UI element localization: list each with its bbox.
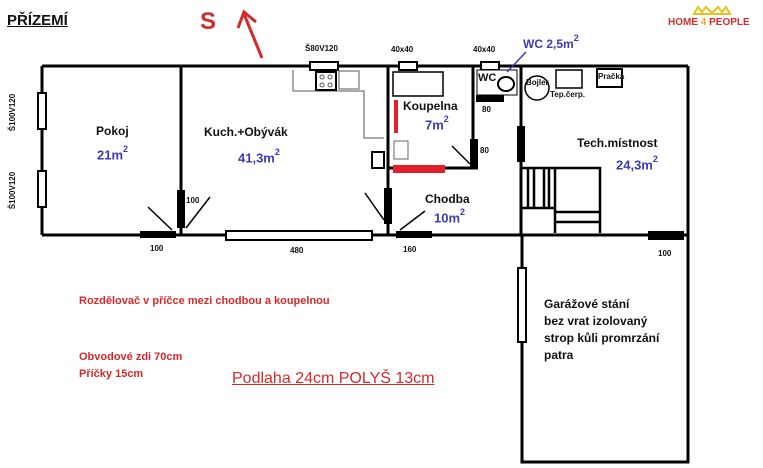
note-floor: Podlaha 24cm POLYŠ 13cm: [232, 370, 435, 387]
room-pokoj-area: 21m2: [97, 144, 129, 163]
washer-label: Pračka: [598, 72, 625, 81]
door-pokoj-label: 100: [150, 244, 164, 253]
window-kitchen-label: Š80V120: [305, 44, 338, 53]
room-tech-name: Tech.místnost: [577, 136, 658, 150]
window-left-bottom-label: Š100V120: [8, 171, 18, 210]
garage-note: Garážové stání bez vrat izolovaný strop …: [544, 297, 660, 362]
door-tech-label: 100: [658, 249, 672, 258]
boiler-label: Bojler: [526, 78, 549, 87]
crown-icon: [692, 5, 732, 15]
room-kitchen-area: 41,3m2: [238, 147, 280, 166]
room-bath-name: Koupelna: [403, 99, 458, 113]
logo-text-right: PEOPLE: [706, 17, 750, 28]
room-chodba-name: Chodba: [425, 192, 470, 206]
room-bath-area: 7m2: [425, 114, 449, 133]
door-bath-label: 80: [480, 146, 489, 155]
north-arrow-icon: [236, 9, 264, 59]
window-bath-label: 40x40: [391, 45, 414, 54]
window-left-top-label: Š100V120: [8, 93, 18, 132]
wc-fixture-label: WC: [478, 72, 497, 84]
door-chodba-label: 160: [403, 245, 417, 254]
note-distributor: Rozdělovač v příčce mezi chodbou a koupe…: [79, 295, 330, 307]
page-title: PŘÍZEMÍ: [7, 12, 68, 29]
door-wc-label: 80: [482, 105, 491, 114]
room-chodba-area: 10m2: [434, 207, 466, 226]
room-pokoj-name: Pokoj: [96, 124, 129, 138]
logo-digit: 4: [700, 17, 707, 28]
window-480-label: 480: [290, 246, 304, 255]
logo: HOME 4 PEOPLE: [668, 2, 763, 34]
window-wc-label: 40x40: [473, 45, 496, 54]
room-tech-area: 24,3m2: [616, 154, 658, 173]
room-kitchen-name: Kuch.+Obývák: [204, 125, 288, 139]
north-marker: S: [200, 8, 217, 35]
note-partitions: Příčky 15cm: [79, 368, 144, 380]
note-outer-walls: Obvodové zdi 70cm: [79, 351, 183, 363]
logo-text: HOME: [668, 17, 701, 28]
room-wc-area: WC 2,5m2: [523, 33, 579, 51]
door-kitchen-label: 100: [186, 196, 200, 205]
heat-pump-label: Tep.čerp.: [550, 90, 585, 99]
